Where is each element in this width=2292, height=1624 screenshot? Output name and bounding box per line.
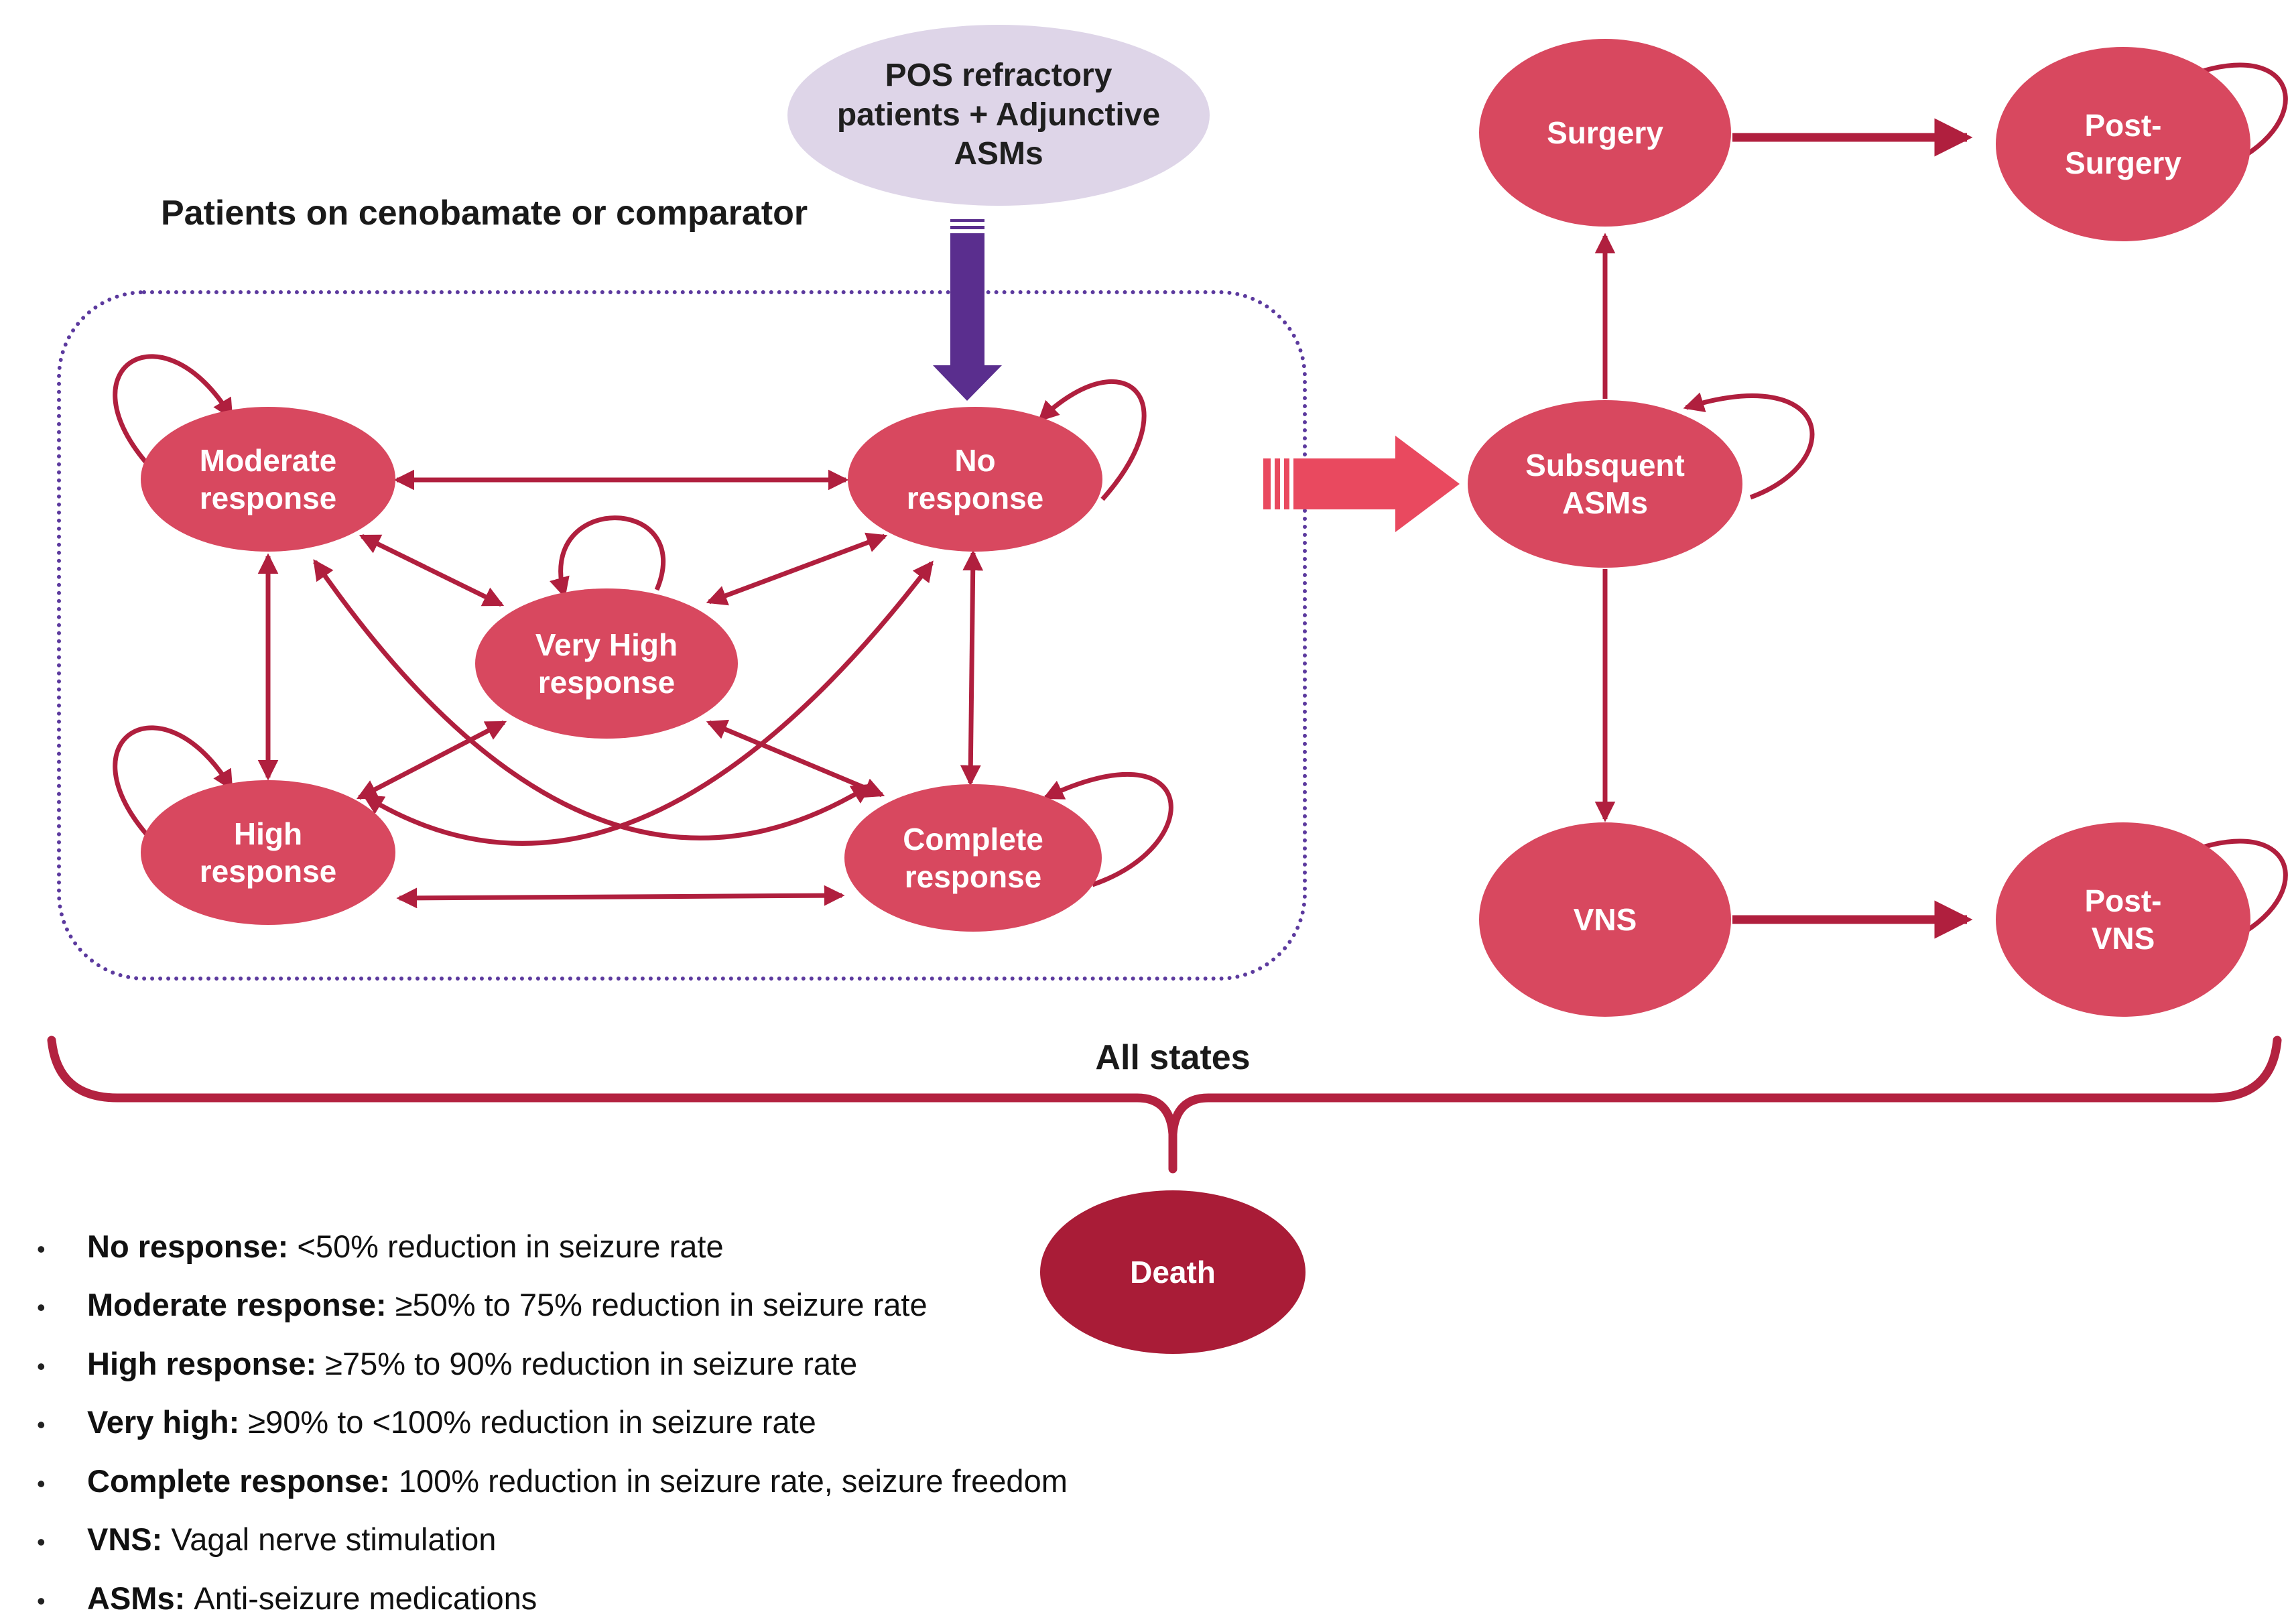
all-states-label: All states [1095, 1038, 1251, 1077]
response-state-transitions [257, 469, 984, 909]
legend-item: High response: ≥75% to 90% reduction in … [37, 1345, 1068, 1382]
node-pos-refractory-patients: POS refractory patients + Adjunctive ASM… [787, 25, 1210, 206]
node-vns: VNS [1479, 822, 1731, 1017]
legend-item: Very high: ≥90% to <100% reduction in se… [37, 1403, 1068, 1440]
legend-text: Vagal nerve stimulation [162, 1521, 497, 1558]
legend-text: ≥90% to <100% reduction in seizure rate [239, 1404, 816, 1440]
legend-text: ≥50% to 75% reduction in seizure rate [386, 1287, 928, 1323]
all-states-brace [47, 1036, 2282, 1174]
legend-term: High response: [87, 1345, 317, 1381]
legend-term: VNS: [87, 1521, 163, 1558]
node-moderate-response: Moderate response [141, 407, 395, 552]
legend-term: ASMs: [87, 1580, 186, 1616]
cohort-title: Patients on cenobamate or comparator [161, 194, 808, 233]
subsequent-asms-arrow [1263, 436, 1460, 532]
legend-term: Moderate response: [87, 1287, 387, 1323]
legend-item: ASMs: Anti-seizure medications [37, 1580, 1068, 1617]
legend-item: Moderate response: ≥50% to 75% reduction… [37, 1286, 1068, 1323]
node-subsequent-asms: Subsquent ASMs [1468, 400, 1742, 568]
node-death: Death [1040, 1190, 1306, 1354]
node-post-surgery: Post-Surgery [1996, 47, 2250, 241]
node-post-vns: Post-VNS [1996, 822, 2250, 1017]
node-no-response: No response [848, 407, 1102, 552]
legend-term: No response: [87, 1229, 289, 1264]
legend-text: Anti-seizure medications [185, 1580, 537, 1616]
legend-text: <50% reduction in seizure rate [288, 1229, 724, 1264]
node-surgery: Surgery [1479, 39, 1731, 227]
definitions-legend: No response: <50% reduction in seizure r… [37, 1228, 1068, 1624]
model-boundary-box [57, 290, 1307, 981]
node-complete-response: Complete response [844, 784, 1102, 932]
pathway-arrows [1594, 118, 1973, 939]
self-loops [113, 62, 2288, 934]
legend-term: Very high: [87, 1404, 240, 1440]
legend-term: Complete response: [87, 1462, 390, 1499]
node-high-response: High response [141, 780, 395, 925]
entry-arrow [933, 219, 1002, 401]
legend-text: 100% reduction in seizure rate, seizure … [389, 1462, 1068, 1499]
legend-item: Complete response: 100% reduction in sei… [37, 1462, 1068, 1499]
legend-item: VNS: Vagal nerve stimulation [37, 1521, 1068, 1558]
node-very-high-response: Very High response [475, 588, 738, 739]
legend-item: No response: <50% reduction in seizure r… [37, 1228, 1068, 1265]
legend-text: ≥75% to 90% reduction in seizure rate [316, 1345, 858, 1381]
